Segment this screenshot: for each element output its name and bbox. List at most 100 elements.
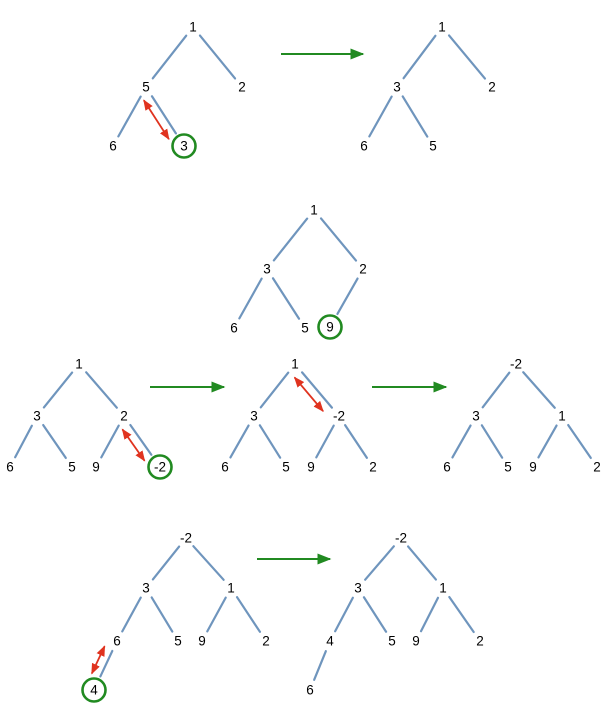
node-label: 6 <box>109 139 117 154</box>
tree-edge <box>451 424 472 459</box>
node-label: 2 <box>488 80 496 95</box>
tree-edge <box>567 423 592 460</box>
node-label: 2 <box>369 460 377 475</box>
tree-edge <box>334 596 354 633</box>
node-label: 3 <box>142 581 150 596</box>
tree-edge <box>121 596 142 633</box>
node-label: 5 <box>174 634 182 649</box>
tree-edge <box>42 423 67 460</box>
tree-edge <box>129 423 153 456</box>
node-label: 1 <box>75 357 83 372</box>
tree-edge <box>447 34 487 80</box>
swap-arrow <box>90 645 106 675</box>
tree-edge <box>336 277 359 316</box>
node-label: 6 <box>221 460 229 475</box>
node-label: 6 <box>306 683 314 698</box>
tree-edge <box>85 371 118 409</box>
tree-edge <box>301 371 333 409</box>
node-label: 3 <box>393 80 401 95</box>
tree-edge <box>419 596 440 633</box>
tree-edge <box>344 424 368 459</box>
node-label: 1 <box>189 20 197 35</box>
tree-edge <box>151 545 181 581</box>
node-label: 9 <box>198 634 206 649</box>
node-label: -2 <box>180 531 192 546</box>
swap-arrow <box>143 99 170 141</box>
heap-tree: -2 3 1 6 5 9 2 <box>443 357 601 475</box>
tree-edge <box>522 371 556 409</box>
tree-edge <box>100 424 120 459</box>
tree-edge <box>402 34 437 80</box>
heap-tree: -2 3 1 6 5 9 2 4 <box>81 531 270 703</box>
node-label: 2 <box>593 460 601 475</box>
node-label: 5 <box>68 460 76 475</box>
node-label: 4 <box>90 683 98 698</box>
inserted-node-ring <box>171 133 197 159</box>
tree-edge <box>14 424 33 459</box>
node-label: -2 <box>154 460 166 475</box>
node-label: 1 <box>558 409 566 424</box>
inserted-node-ring <box>147 454 173 480</box>
node-label: 5 <box>504 460 512 475</box>
tree-edge <box>258 424 282 459</box>
tree-edge <box>99 649 114 678</box>
node-label: 9 <box>307 460 315 475</box>
node-label: 2 <box>238 80 246 95</box>
heap-tree: -2 3 1 4 5 9 2 6 <box>306 531 484 698</box>
node-label: 1 <box>291 357 299 372</box>
node-label: 3 <box>354 581 362 596</box>
tree-edge <box>448 595 475 634</box>
tree-edge <box>192 545 225 581</box>
node-label: 5 <box>429 139 437 154</box>
swap-arrow <box>121 428 146 462</box>
tree-edge <box>150 596 174 633</box>
node-label: 3 <box>472 409 480 424</box>
tree-edge <box>198 34 237 80</box>
node-label: 1 <box>438 20 446 35</box>
node-label: -2 <box>395 531 407 546</box>
node-label: 5 <box>388 634 396 649</box>
node-label: 6 <box>113 634 121 649</box>
node-label: 1 <box>439 581 447 596</box>
inserted-node-ring <box>317 314 343 340</box>
node-label: 9 <box>92 460 100 475</box>
node-label: 4 <box>326 634 334 649</box>
tree-edge <box>42 371 74 409</box>
tree-edge <box>150 95 177 135</box>
tree-edge <box>362 596 388 633</box>
node-label: 9 <box>529 460 537 475</box>
node-label: 2 <box>476 634 484 649</box>
node-label: 5 <box>142 80 150 95</box>
tree-edge <box>259 371 290 409</box>
tree-edge <box>151 34 188 80</box>
tree-edge <box>401 95 429 138</box>
node-label: 3 <box>263 262 271 277</box>
tree-edge <box>481 371 511 409</box>
node-label: 3 <box>250 409 258 424</box>
node-label: 9 <box>412 634 420 649</box>
node-label: 1 <box>310 203 318 218</box>
tree-edge <box>313 650 327 681</box>
tree-edge <box>235 596 262 633</box>
node-label: 2 <box>262 634 270 649</box>
node-label: 3 <box>33 409 41 424</box>
node-label: -2 <box>510 357 522 372</box>
heap-tree: 1 5 2 6 3 <box>109 20 246 159</box>
tree-edge <box>480 424 504 459</box>
tree-edge <box>537 424 558 459</box>
node-label: 1 <box>227 581 235 596</box>
node-label: 9 <box>326 320 334 335</box>
node-label: 2 <box>359 262 367 277</box>
node-label: 5 <box>282 460 290 475</box>
tree-edge <box>238 277 263 320</box>
node-label: 3 <box>180 139 188 154</box>
node-label: 6 <box>230 321 238 336</box>
node-label: 6 <box>443 460 451 475</box>
tree-edge <box>206 596 227 633</box>
tree-edge <box>315 424 335 459</box>
